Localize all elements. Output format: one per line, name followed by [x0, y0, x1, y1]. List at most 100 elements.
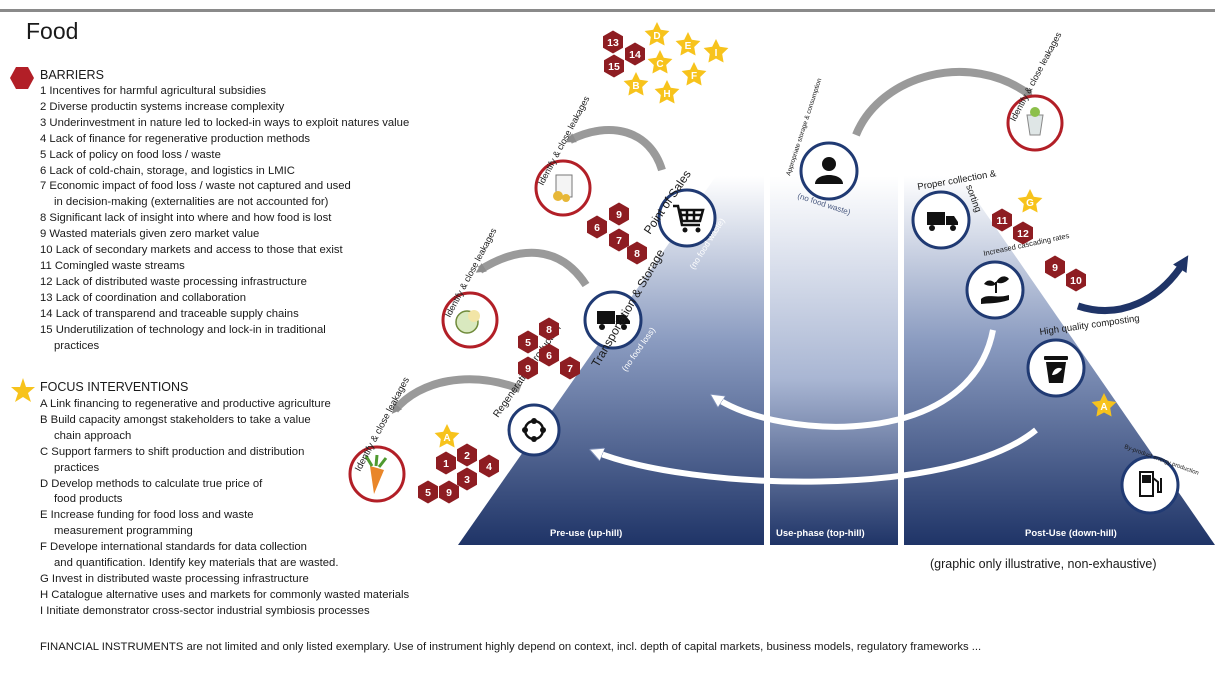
barrier-item: 5 Lack of policy on food loss / waste [40, 148, 221, 161]
barrier-hexagon: 7 [560, 356, 580, 380]
intervention-star: D [644, 22, 670, 46]
intervention-star-icon [11, 378, 35, 402]
intervention-item: F Develope international standards for d… [40, 541, 307, 554]
barrier-number: 14 [629, 49, 641, 61]
person-icon [815, 157, 843, 184]
barrier-number: 3 [464, 474, 470, 486]
intervention-letter: A [1100, 402, 1107, 413]
barrier-item: 10 Lack of secondary markets and access … [40, 244, 343, 257]
barrier-item-continuation: practices [54, 339, 100, 352]
barrier-item: 13 Lack of coordination and collaboratio… [40, 291, 246, 304]
barrier-number: 5 [425, 487, 431, 499]
barrier-number: 8 [634, 248, 640, 260]
leakage-arrow-transport [475, 248, 590, 288]
post-use-label: Post-Use (down-hill) [1025, 528, 1117, 539]
barrier-number: 8 [546, 324, 552, 336]
barrier-item: 2 Diverse productin systems increase com… [40, 100, 285, 113]
barrier-hexagon: 3 [457, 467, 477, 491]
leakage-arrow-sales [565, 126, 666, 172]
barrier-number: 7 [616, 235, 622, 247]
carrot-icon [364, 454, 388, 494]
barrier-item: 12 Lack of distributed waste processing … [40, 275, 307, 288]
barrier-number: 7 [567, 363, 573, 375]
top-rule [0, 9, 1215, 12]
intervention-letter: C [656, 59, 663, 70]
pre-use-label: Pre-use (up-hill) [550, 528, 622, 539]
leakage-circle-sales [534, 159, 592, 217]
intervention-item-continuation: measurement programming [54, 525, 193, 538]
intervention-item-continuation: and quantification. Identify key materia… [54, 557, 339, 570]
barrier-hexagon: 9 [1045, 255, 1065, 279]
intervention-item: I Initiate demonstrator cross-sector ind… [40, 604, 370, 617]
barrier-item: 8 Significant lack of insight into where… [40, 212, 332, 225]
collection-sorting-circle [911, 190, 971, 250]
interventions-heading: FOCUS INTERVENTIONS [40, 380, 189, 394]
barrier-item-continuation: in decision-making (externalities are no… [54, 196, 329, 209]
barrier-number: 5 [525, 337, 531, 349]
barrier-item: 11 Comingled waste streams [40, 259, 185, 272]
receipt-coins-icon [553, 174, 573, 202]
barrier-number: 1 [443, 458, 449, 470]
barrier-number: 9 [525, 363, 531, 375]
page-title: Food [26, 18, 79, 44]
leakage-arrow-regen [391, 375, 522, 414]
intervention-item-continuation: food products [54, 493, 123, 506]
barrier-hexagon: 12 [1013, 221, 1033, 245]
barrier-item: 14 Lack of transparend and traceable sup… [40, 307, 299, 320]
barrier-hexagon: 6 [587, 215, 607, 239]
barrier-item: 15 Underutilization of technology and lo… [40, 323, 326, 336]
barrier-number: 11 [996, 215, 1007, 227]
barrier-hexagon: 7 [609, 228, 629, 252]
barriers-list: 1 Incentives for harmful agricultural su… [40, 84, 409, 354]
energy-production-circle [1120, 455, 1180, 515]
barrier-number: 13 [607, 37, 619, 49]
cascading-rates-circle [965, 260, 1025, 320]
barrier-number: 6 [594, 222, 600, 234]
barrier-number: 9 [616, 209, 622, 221]
intervention-star: F [681, 62, 707, 86]
intervention-letter: B [632, 81, 639, 92]
barrier-item: 6 Lack of cold-chain, storage, and logis… [40, 164, 295, 177]
intervention-star: C [647, 50, 673, 74]
shopping-cart-icon [673, 204, 705, 227]
intervention-item: D Develop methods to calculate true pric… [40, 477, 263, 490]
interventions-list: A Link financing to regenerative and pro… [40, 397, 409, 620]
use-phase-label: Use-phase (top-hill) [776, 528, 865, 539]
barrier-hexagon: 5 [518, 330, 538, 354]
barrier-hexagon: 2 [457, 443, 477, 467]
barrier-number: 12 [1017, 228, 1029, 240]
financial-instruments-footnote: FINANCIAL INSTRUMENTS are not limited an… [40, 641, 982, 653]
intervention-item: A Link financing to regenerative and pro… [40, 398, 331, 410]
barrier-hexagon: 8 [539, 317, 559, 341]
cascade-return-arrow [716, 329, 996, 430]
barrier-number: 10 [1070, 275, 1082, 287]
barrier-number: 2 [464, 450, 470, 462]
use-phase-plateau [770, 176, 898, 545]
barrier-item: 4 Lack of finance for regenerative produ… [40, 132, 311, 145]
intervention-letter: H [663, 89, 670, 100]
barrier-item: 9 Wasted materials given zero market val… [40, 228, 260, 241]
barrier-number: 9 [446, 487, 452, 499]
collection-truck-icon [927, 212, 958, 231]
barrier-item: 3 Underinvestment in nature led to locke… [40, 116, 410, 129]
barrier-hexagon: 9 [439, 480, 459, 504]
barrier-item: 7 Economic impact of food loss / waste n… [40, 180, 351, 193]
barrier-item: 1 Incentives for harmful agricultural su… [40, 85, 267, 97]
disclaimer-note: (graphic only illustrative, non-exhausti… [930, 557, 1157, 571]
barrier-hexagon: 11 [992, 208, 1012, 232]
intervention-star: G [1017, 189, 1043, 213]
barrier-number: 6 [546, 350, 552, 362]
intervention-item: G Invest in distributed waste processing… [40, 572, 309, 585]
intervention-letter: G [1026, 198, 1034, 209]
intervention-star: E [675, 32, 701, 56]
barrier-hexagon: 4 [479, 454, 499, 478]
barrier-number: 9 [1052, 262, 1058, 274]
intervention-item: H Catalogue alternative uses and markets… [40, 588, 410, 601]
composting-circle [1026, 338, 1086, 398]
barrier-hexagon: 8 [627, 241, 647, 265]
intervention-star: A [1091, 393, 1117, 417]
intervention-letter: F [691, 71, 697, 82]
storage-consumption-circle [799, 141, 859, 201]
